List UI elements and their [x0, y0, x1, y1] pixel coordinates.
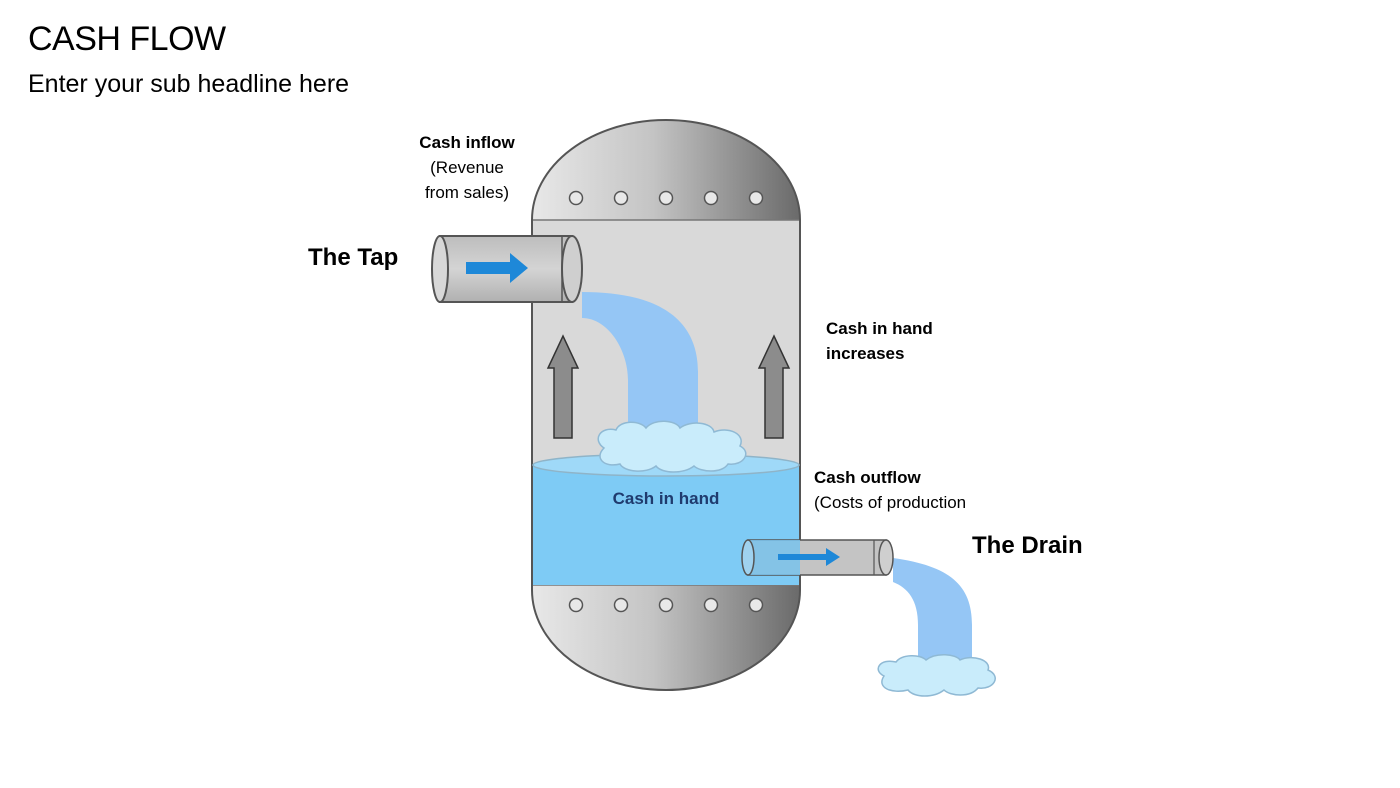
tap-arrow-icon: [466, 253, 528, 283]
cash-inflow-title: Cash inflow: [419, 133, 515, 152]
drain-pipe: [741, 539, 894, 576]
rivet: [703, 597, 719, 613]
rivets-top: [568, 190, 764, 206]
drain-label: The Drain: [972, 532, 1083, 559]
rivet: [613, 190, 629, 206]
page-title: CASH FLOW: [28, 20, 226, 58]
cash-outflow-detail: (Costs of production: [814, 493, 967, 512]
foam-splash: [597, 420, 747, 473]
rivet: [703, 190, 719, 206]
cash-outflow-label: Cash outflow (Costs of production: [814, 465, 966, 515]
drain-arrow-icon: [778, 548, 840, 566]
up-arrow-right-icon: [757, 334, 791, 439]
cash-increase-label: Cash in hand increases: [826, 316, 933, 366]
cash-in-hand-label: Cash in hand: [612, 489, 720, 508]
rivet: [658, 190, 674, 206]
rivet: [658, 597, 674, 613]
cash-inflow-label: Cash inflow (Revenue from sales): [398, 130, 536, 205]
drain-foam: [877, 654, 996, 697]
rivet: [748, 190, 764, 206]
cash-inflow-line1: (Revenue: [430, 158, 504, 177]
outflow-stream: [893, 558, 972, 665]
rivet: [613, 597, 629, 613]
inflow-stream: [582, 292, 698, 440]
rivet: [748, 597, 764, 613]
cash-inflow-line2: from sales): [424, 183, 510, 202]
page-subtitle: Enter your sub headline here: [28, 70, 350, 98]
tap-pipe: [431, 235, 583, 303]
rivet: [568, 190, 584, 206]
cash-increase-line2: increases: [826, 344, 905, 363]
tap-label: The Tap: [308, 244, 399, 271]
cash-increase-line1: Cash in hand: [826, 319, 933, 338]
rivet: [568, 597, 584, 613]
rivets-bottom: [568, 597, 764, 613]
up-arrow-left-icon: [546, 334, 580, 439]
cash-outflow-title: Cash outflow: [814, 468, 921, 487]
